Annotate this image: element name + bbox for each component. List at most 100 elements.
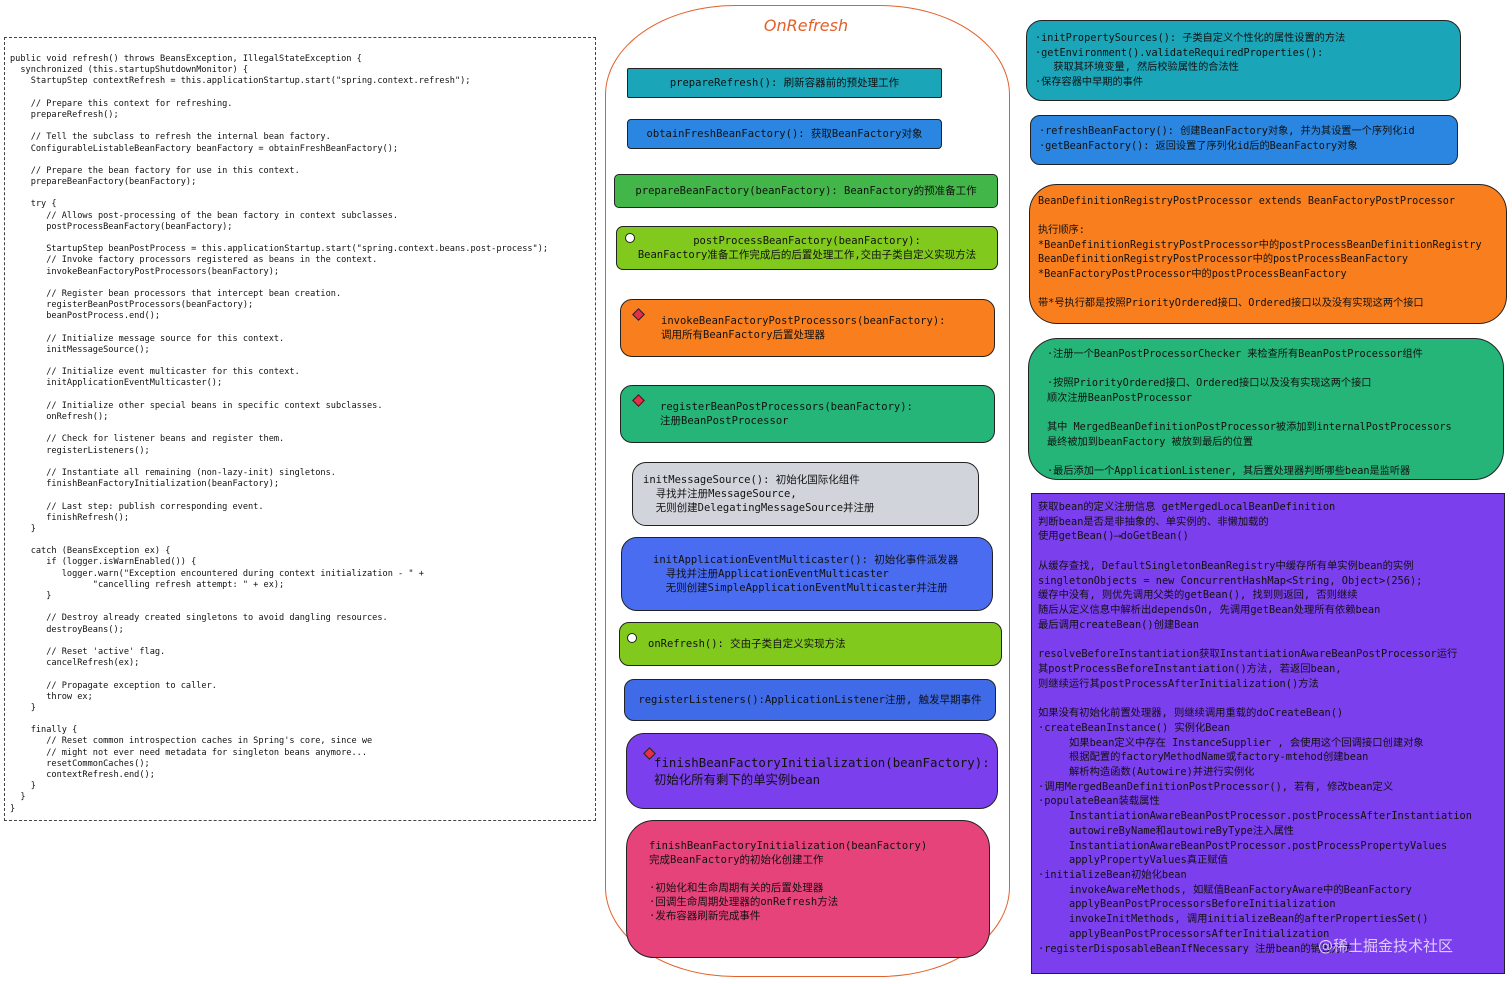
step-text: 无则创建SimpleApplicationEventMulticaster并注册 bbox=[653, 582, 948, 594]
note-text: ·createBeanInstance() 实例化Bean bbox=[1038, 721, 1231, 734]
note-text: BeanDefinitionRegistryPostProcessor中的pos… bbox=[1038, 254, 1408, 266]
note-finish-bean-factory-initialization-details: 获取bean的定义注册信息 getMergedLocalBeanDefiniti… bbox=[1031, 493, 1505, 974]
code-line: // Allows post-processing of the bean fa… bbox=[10, 210, 399, 221]
code-line bbox=[10, 669, 591, 680]
note-text bbox=[1047, 406, 1495, 421]
circle-marker-on-refresh bbox=[627, 633, 637, 643]
code-line: public void refresh() throws BeansExcept… bbox=[10, 54, 362, 64]
step-text: 寻找并注册MessageSource, bbox=[643, 488, 797, 500]
step-finish-refresh[interactable]: finishBeanFactoryInitialization(beanFact… bbox=[626, 820, 990, 958]
code-line bbox=[10, 636, 591, 647]
code-line: prepareBeanFactory(beanFactory); bbox=[10, 177, 197, 188]
code-line bbox=[10, 88, 591, 99]
code-line: // Initialize other special beans in spe… bbox=[10, 400, 383, 411]
step-text: finishBeanFactoryInitialization(beanFact… bbox=[654, 755, 990, 770]
note-text: 最后调用createBean()创建Bean bbox=[1038, 618, 1199, 631]
code-line: throw ex; bbox=[10, 691, 93, 702]
note-text: singletonObjects = new ConcurrentHashMap… bbox=[1038, 574, 1423, 587]
note-text: 如果bean定义中存在 InstanceSupplier , 会使用这个回调接口… bbox=[1038, 736, 1424, 749]
code-line: // Propagate exception to caller. bbox=[10, 680, 217, 691]
note-text: *BeanDefinitionRegistryPostProcessor中的po… bbox=[1038, 239, 1482, 251]
code-line: resetCommonCaches(); bbox=[10, 758, 150, 769]
step-text: 调用所有BeanFactory后置处理器 bbox=[661, 329, 826, 341]
note-text: 缓存中没有, 则优先调用父类的getBean(), 找到则返回, 否则继续 bbox=[1038, 589, 1358, 602]
code-line: // Reset common introspection caches in … bbox=[10, 736, 373, 747]
code-line: // Prepare the bean factory for use in t… bbox=[10, 165, 300, 176]
code-line bbox=[10, 714, 591, 725]
step-obtain-fresh-bean-factory[interactable]: obtainFreshBeanFactory(): 获取BeanFactory对… bbox=[627, 119, 942, 149]
step-text: onRefresh(): 交由子类自定义实现方法 bbox=[648, 638, 846, 650]
note-obtain-bean-factory-details: ·refreshBeanFactory(): 创建BeanFactory对象, … bbox=[1030, 115, 1458, 165]
code-line bbox=[10, 155, 591, 166]
step-prepare-bean-factory[interactable]: prepareBeanFactory(beanFactory): BeanFac… bbox=[614, 174, 998, 208]
note-text: 最终被加到beanFactory 被放到最后的位置 bbox=[1047, 436, 1254, 448]
code-line: finishBeanFactoryInitialization(beanFact… bbox=[10, 479, 280, 490]
code-line: } bbox=[10, 702, 36, 713]
step-prepare-refresh[interactable]: prepareRefresh(): 刷新容器前的预处理工作 bbox=[627, 68, 942, 98]
code-line: StartupStep contextRefresh = this.applic… bbox=[10, 76, 471, 87]
step-text: registerBeanPostProcessors(beanFactory): bbox=[660, 401, 913, 413]
step-init-application-event-multicaster[interactable]: initApplicationEventMulticaster(): 初始化事件… bbox=[621, 537, 993, 611]
note-text: 随后从定义信息中解析出dependsOn, 先调用getBean处理所有依赖be… bbox=[1038, 604, 1381, 617]
step-post-process-bean-factory[interactable]: postProcessBeanFactory(beanFactory):Bean… bbox=[616, 226, 998, 270]
note-prepare-refresh-details: ·initPropertySources(): 子类自定义个性化的属性设置的方法… bbox=[1026, 20, 1461, 101]
code-line: // Last step: publish corresponding even… bbox=[10, 501, 264, 512]
note-text: 判断bean是否是非抽象的、单实例的、非懒加载的 bbox=[1038, 515, 1269, 528]
watermark: @稀土掘金技术社区 bbox=[1318, 937, 1454, 955]
code-line: ConfigurableListableBeanFactory beanFact… bbox=[10, 143, 399, 154]
code-line bbox=[10, 535, 591, 546]
step-text: 寻找并注册ApplicationEventMulticaster bbox=[653, 568, 889, 580]
step-text: 无则创建DelegatingMessageSource并注册 bbox=[643, 502, 875, 514]
code-line: // Instantiate all remaining (non-lazy-i… bbox=[10, 467, 336, 478]
note-text: ·refreshBeanFactory(): 创建BeanFactory对象, … bbox=[1039, 126, 1415, 137]
code-line: if (logger.isWarnEnabled()) { bbox=[10, 557, 197, 568]
code-line bbox=[10, 188, 591, 199]
code-line: try { bbox=[10, 199, 57, 210]
note-text: 获取bean的定义注册信息 getMergedLocalBeanDefiniti… bbox=[1038, 501, 1336, 513]
note-text: ·保存容器中早期的事件 bbox=[1035, 76, 1144, 88]
note-text: BeanDefinitionRegistryPostProcessor exte… bbox=[1038, 196, 1456, 207]
code-line: cancelRefresh(ex); bbox=[10, 658, 140, 669]
code-line: initMessageSource(); bbox=[10, 344, 150, 355]
note-bean-factory-post-processor-order: BeanDefinitionRegistryPostProcessor exte… bbox=[1029, 184, 1507, 324]
note-text bbox=[1047, 363, 1495, 378]
step-on-refresh[interactable]: onRefresh(): 交由子类自定义实现方法 bbox=[619, 622, 1002, 666]
code-line: destroyBeans(); bbox=[10, 624, 124, 635]
note-text: 顺次注册BeanPostProcessor bbox=[1047, 392, 1193, 404]
note-text: applyPropertyValues真正赋值 bbox=[1038, 854, 1228, 867]
note-text: 其postProcessBeforeInstantiation()方法, 若返回… bbox=[1038, 662, 1342, 675]
note-text: 带*号执行都是按照PriorityOrdered接口、Ordered接口以及没有… bbox=[1038, 298, 1424, 310]
step-finish-bean-factory-initialization[interactable]: finishBeanFactoryInitialization(beanFact… bbox=[626, 733, 998, 809]
code-line bbox=[10, 323, 591, 334]
code-line: prepareRefresh(); bbox=[10, 109, 119, 120]
note-text: applyBeanPostProcessorsBeforeInitializat… bbox=[1038, 898, 1336, 911]
code-line: finishRefresh(); bbox=[10, 512, 129, 523]
note-text: ·initializeBean初始化bean bbox=[1038, 868, 1187, 881]
note-text: ·调用MergedBeanDefinitionPostProcessor(), … bbox=[1038, 780, 1394, 793]
code-line: // might not ever need metadata for sing… bbox=[10, 747, 367, 758]
note-text: 则继续运行其postProcessAfterInitialization()方法 bbox=[1038, 677, 1319, 690]
code-line bbox=[10, 490, 591, 501]
note-text: invokeAwareMethods, 如赋值BeanFactoryAware中… bbox=[1038, 883, 1412, 896]
step-init-message-source[interactable]: initMessageSource(): 初始化国际化组件 寻找并注册Messa… bbox=[632, 462, 979, 526]
code-line: // Initialize event multicaster for this… bbox=[10, 367, 300, 378]
code-line: // Initialize message source for this co… bbox=[10, 333, 285, 344]
onrefresh-container: OnRefresh bbox=[605, 5, 1010, 977]
code-line: finally { bbox=[10, 725, 78, 736]
note-register-bean-post-processors-details: ·注册一个BeanPostProcessorChecker 来检查所有BeanP… bbox=[1028, 338, 1504, 480]
note-text: resolveBeforeInstantiation获取Instantiatio… bbox=[1038, 648, 1458, 661]
step-register-bean-post-processors[interactable]: registerBeanPostProcessors(beanFactory):… bbox=[620, 385, 995, 443]
note-text bbox=[1038, 544, 1496, 559]
code-line: } bbox=[10, 792, 26, 803]
code-line: synchronized (this.startupShutdownMonito… bbox=[10, 65, 248, 76]
step-invoke-bean-factory-post-processors[interactable]: invokeBeanFactoryPostProcessors(beanFact… bbox=[620, 299, 995, 357]
code-line: // Prepare this context for refreshing. bbox=[10, 98, 233, 109]
step-text bbox=[649, 867, 655, 881]
code-line: // Reset 'active' flag. bbox=[10, 646, 166, 657]
step-register-listeners[interactable]: registerListeners():ApplicationListener注… bbox=[624, 679, 996, 721]
note-text: ·initPropertySources(): 子类自定义个性化的属性设置的方法 bbox=[1035, 33, 1346, 44]
note-text bbox=[1038, 283, 1498, 298]
note-text: 其中 MergedBeanDefinitionPostProcessor被添加到… bbox=[1047, 421, 1452, 433]
code-line bbox=[10, 121, 591, 132]
code-line: "cancelling refresh attempt: " + ex); bbox=[10, 579, 285, 590]
